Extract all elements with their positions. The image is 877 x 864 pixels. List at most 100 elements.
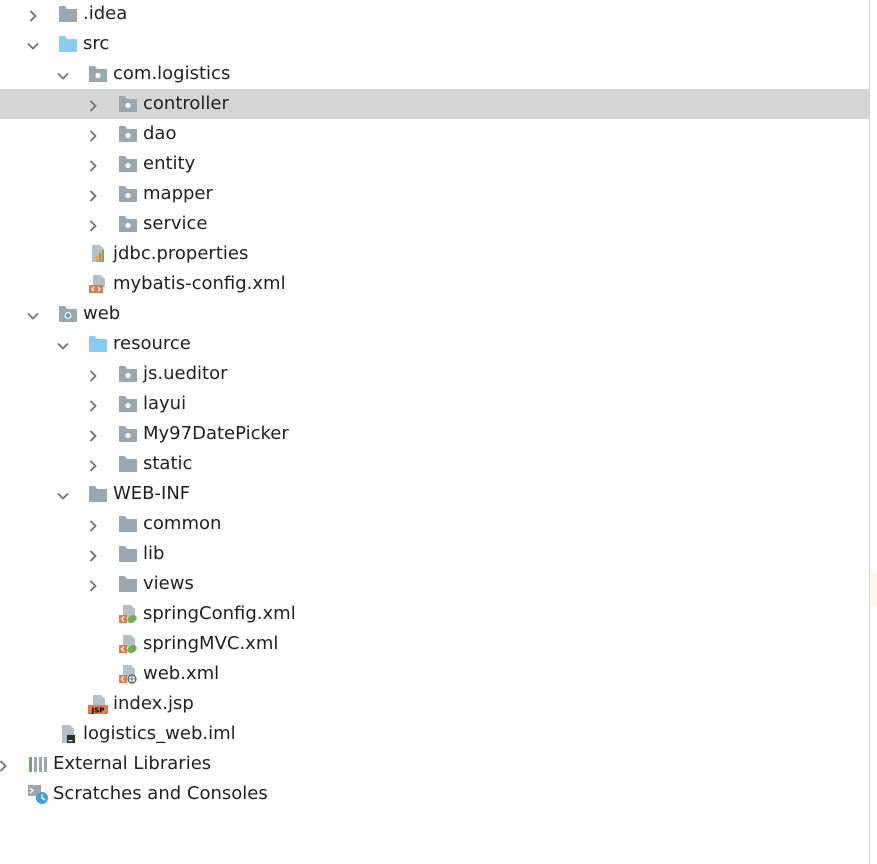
tree-node-label: controller [143,93,229,114]
tree-node-label: mapper [143,183,213,204]
chevron-right-icon[interactable] [86,457,100,472]
web-module-folder-icon [57,304,79,324]
tree-node-label: web.xml [143,663,220,684]
spring-xml-file-icon [117,604,139,624]
tree-node-views[interactable]: views [0,569,869,599]
package-icon [117,184,139,204]
package-icon [117,94,139,114]
package-icon [117,124,139,144]
tree-node-src[interactable]: src [0,29,869,59]
xml-file-icon [87,274,109,294]
chevron-right-icon[interactable] [86,577,100,592]
folder-icon [87,484,109,504]
tree-node-jdbc-properties[interactable]: jdbc.properties [0,239,869,269]
chevron-right-icon[interactable] [86,397,100,412]
chevron-down-icon[interactable] [56,67,70,81]
chevron-down-icon[interactable] [56,487,70,501]
jsp-file-icon: JSP [87,694,109,715]
tree-node-label: resource [113,333,191,354]
tree-node-resource[interactable]: resource [0,329,869,359]
tree-node-scratches-and-consoles[interactable]: Scratches and Consoles [0,779,869,809]
tree-node-lib[interactable]: lib [0,539,869,569]
tree-node-controller[interactable]: controller [0,89,869,119]
source-folder-icon [87,334,109,354]
tree-node-service[interactable]: service [0,209,869,239]
folder-icon [117,544,139,564]
tree-node-web-xml[interactable]: web.xml [0,659,869,689]
tree-node-label: External Libraries [53,753,212,774]
tree-node-layui[interactable]: layui [0,389,869,419]
spring-xml-file-icon [117,634,139,654]
tree-node-logistics-web-iml[interactable]: logistics_web.iml [0,719,869,749]
source-folder-icon [57,34,79,54]
tree-node-label: service [143,213,208,234]
package-icon [117,364,139,384]
tree-node-label: logistics_web.iml [83,723,236,744]
tree-node-label: index.jsp [113,693,194,714]
tree-node-label: My97DatePicker [143,423,289,444]
tree-node-static[interactable]: static [0,449,869,479]
tree-node-label: .idea [83,3,128,24]
tree-node-my97datepicker[interactable]: My97DatePicker [0,419,869,449]
tree-node-js-ueditor[interactable]: js.ueditor [0,359,869,389]
chevron-right-icon[interactable] [86,127,100,142]
tree-node-entity[interactable]: entity [0,149,869,179]
folder-icon [117,514,139,534]
tree-node-mybatis-config-xml[interactable]: mybatis-config.xml [0,269,869,299]
chevron-right-icon[interactable] [26,7,40,22]
tree-node-label: springMVC.xml [143,633,279,654]
external-libraries-icon [27,754,49,774]
folder-icon [117,454,139,474]
tree-node-label: com.logistics [113,63,231,84]
tree-node-label: Scratches and Consoles [53,783,268,804]
chevron-right-icon[interactable] [86,517,100,532]
tree-node-label: mybatis-config.xml [113,273,286,294]
package-icon [117,424,139,444]
folder-icon [57,4,79,24]
tree-node-web-inf[interactable]: WEB-INF [0,479,869,509]
panel-divider [869,0,870,864]
tree-node-label: springConfig.xml [143,603,296,624]
chevron-right-icon[interactable] [86,97,100,112]
tree-node-web[interactable]: web [0,299,869,329]
chevron-down-icon[interactable] [56,337,70,351]
tree-node-mapper[interactable]: mapper [0,179,869,209]
tree-node-com-logistics[interactable]: com.logistics [0,59,869,89]
tree-node-label: common [143,513,222,534]
tree-node-springmvc-xml[interactable]: springMVC.xml [0,629,869,659]
chevron-down-icon[interactable] [26,307,40,321]
tree-node-label: entity [143,153,196,174]
chevron-right-icon[interactable] [86,427,100,442]
tree-node-label: layui [143,393,187,414]
chevron-right-icon[interactable] [86,367,100,382]
tree-node-label: static [143,453,193,474]
tree-node-label: WEB-INF [113,483,191,504]
chevron-right-icon[interactable] [86,217,100,232]
scrollbar-hint[interactable] [870,572,877,606]
chevron-right-icon[interactable] [0,757,10,772]
tree-node-external-libraries[interactable]: External Libraries [0,749,869,779]
tree-node-idea[interactable]: .idea [0,0,869,29]
tree-node-label: views [143,573,194,594]
tree-node-dao[interactable]: dao [0,119,869,149]
tree-node-springconfig-xml[interactable]: springConfig.xml [0,599,869,629]
tree-node-label: js.ueditor [143,363,228,384]
properties-file-icon [87,244,109,264]
folder-icon [117,574,139,594]
tree-node-label: jdbc.properties [113,243,249,264]
tree-node-common[interactable]: common [0,509,869,539]
tree-node-label: dao [143,123,177,144]
chevron-right-icon[interactable] [86,187,100,202]
web-xml-file-icon [117,664,139,684]
scratches-icon [27,784,49,804]
package-icon [117,154,139,174]
chevron-right-icon[interactable] [86,157,100,172]
iml-file-icon [57,724,79,744]
svg-text:JSP: JSP [91,707,105,715]
chevron-down-icon[interactable] [26,37,40,51]
chevron-right-icon[interactable] [86,547,100,562]
tree-node-label: web [83,303,121,324]
package-icon [117,214,139,234]
tree-node-index-jsp[interactable]: JSP index.jsp [0,689,869,719]
